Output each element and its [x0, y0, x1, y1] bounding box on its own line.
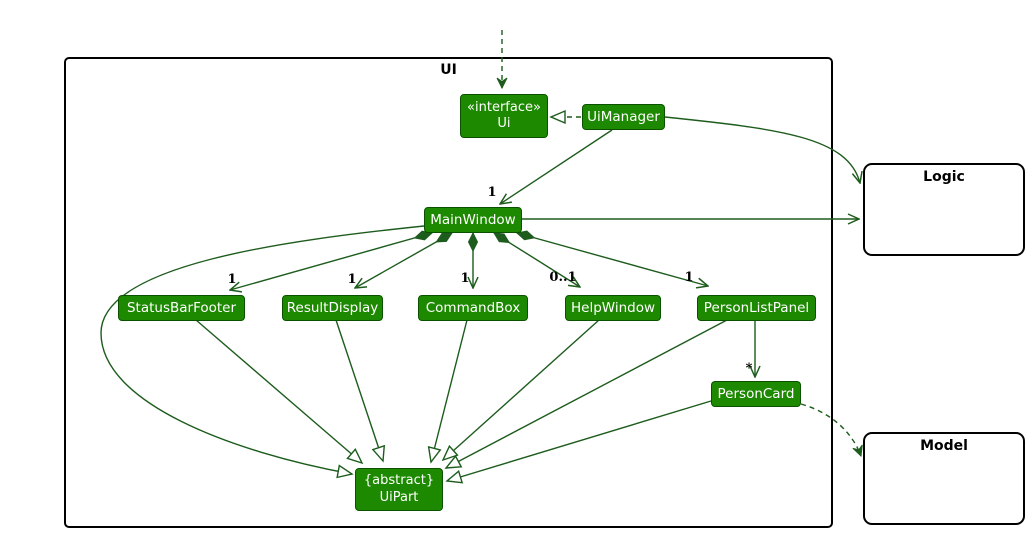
class-box-uimanager: UiManager — [582, 104, 665, 130]
multiplicity-helpwindow: 0..1 — [549, 270, 576, 285]
class-box-helpwindow: HelpWindow — [565, 295, 661, 321]
edge-mainwindow-extends-uipart — [100, 225, 425, 474]
edge-helpwindow-extends-uipart — [443, 319, 600, 460]
class-box-personlistpanel: PersonListPanel — [697, 295, 816, 321]
stereotype-label: «interface» — [467, 99, 541, 115]
class-name-commandbox: CommandBox — [425, 299, 521, 316]
class-box-commandbox: CommandBox — [418, 295, 528, 321]
composition-diamond-personlistpanel — [515, 230, 536, 241]
class-name-uipart: UiPart — [379, 489, 419, 505]
edge-resultdisplay-extends-uipart — [335, 319, 383, 461]
multiplicity-uimanager-mainwindow: 1 — [487, 185, 496, 200]
edge-commandbox-extends-uipart — [431, 319, 468, 462]
edge-personcard-extends-uipart — [447, 400, 712, 481]
external-box-model: Model — [863, 432, 1025, 525]
edge-mainwindow-statusbarfooter — [230, 232, 433, 290]
multiplicity-personcard: * — [746, 361, 753, 376]
multiplicity-personlistpanel: 1 — [684, 270, 693, 285]
edge-statusbarfooter-extends-uipart — [195, 319, 362, 463]
class-name-resultdisplay: ResultDisplay — [286, 299, 379, 316]
logic-label: Logic — [923, 169, 965, 185]
class-name-uimanager: UiManager — [587, 108, 660, 125]
composition-diamond-commandbox — [467, 231, 479, 253]
class-name-personlistpanel: PersonListPanel — [703, 299, 810, 316]
class-box-statusbarfooter: StatusBarFooter — [118, 295, 245, 321]
class-name-mainwindow: MainWindow — [430, 211, 516, 228]
class-box-resultdisplay: ResultDisplay — [282, 295, 383, 321]
edge-uimanager-logic — [664, 116, 860, 183]
abstract-modifier-label: {abstract} — [363, 473, 435, 489]
edge-personcard-model — [800, 403, 861, 456]
class-name-ui: Ui — [497, 116, 511, 131]
class-box-ui-interface: «interface» Ui — [460, 94, 548, 138]
class-box-uipart: {abstract} UiPart — [355, 468, 443, 511]
class-name-personcard: PersonCard — [717, 385, 795, 402]
multiplicity-statusbarfooter: 1 — [227, 272, 236, 287]
ui-package-frame: UI — [64, 57, 833, 528]
class-box-mainwindow: MainWindow — [424, 207, 522, 233]
model-label: Model — [920, 438, 968, 454]
external-box-logic: Logic — [863, 163, 1025, 256]
class-box-personcard: PersonCard — [711, 381, 801, 407]
class-name-statusbarfooter: StatusBarFooter — [126, 299, 237, 316]
ui-package-label: UI — [440, 62, 457, 78]
multiplicity-resultdisplay: 1 — [347, 272, 356, 287]
edge-uimanager-mainwindow — [500, 129, 613, 204]
class-name-helpwindow: HelpWindow — [570, 299, 655, 316]
edge-personlistpanel-extends-uipart — [446, 319, 728, 468]
composition-diamond-resultdisplay — [435, 232, 453, 243]
multiplicity-commandbox: 1 — [460, 271, 469, 286]
edge-mainwindow-personlistpanel — [516, 232, 708, 286]
composition-diamond-helpwindow — [493, 232, 511, 244]
